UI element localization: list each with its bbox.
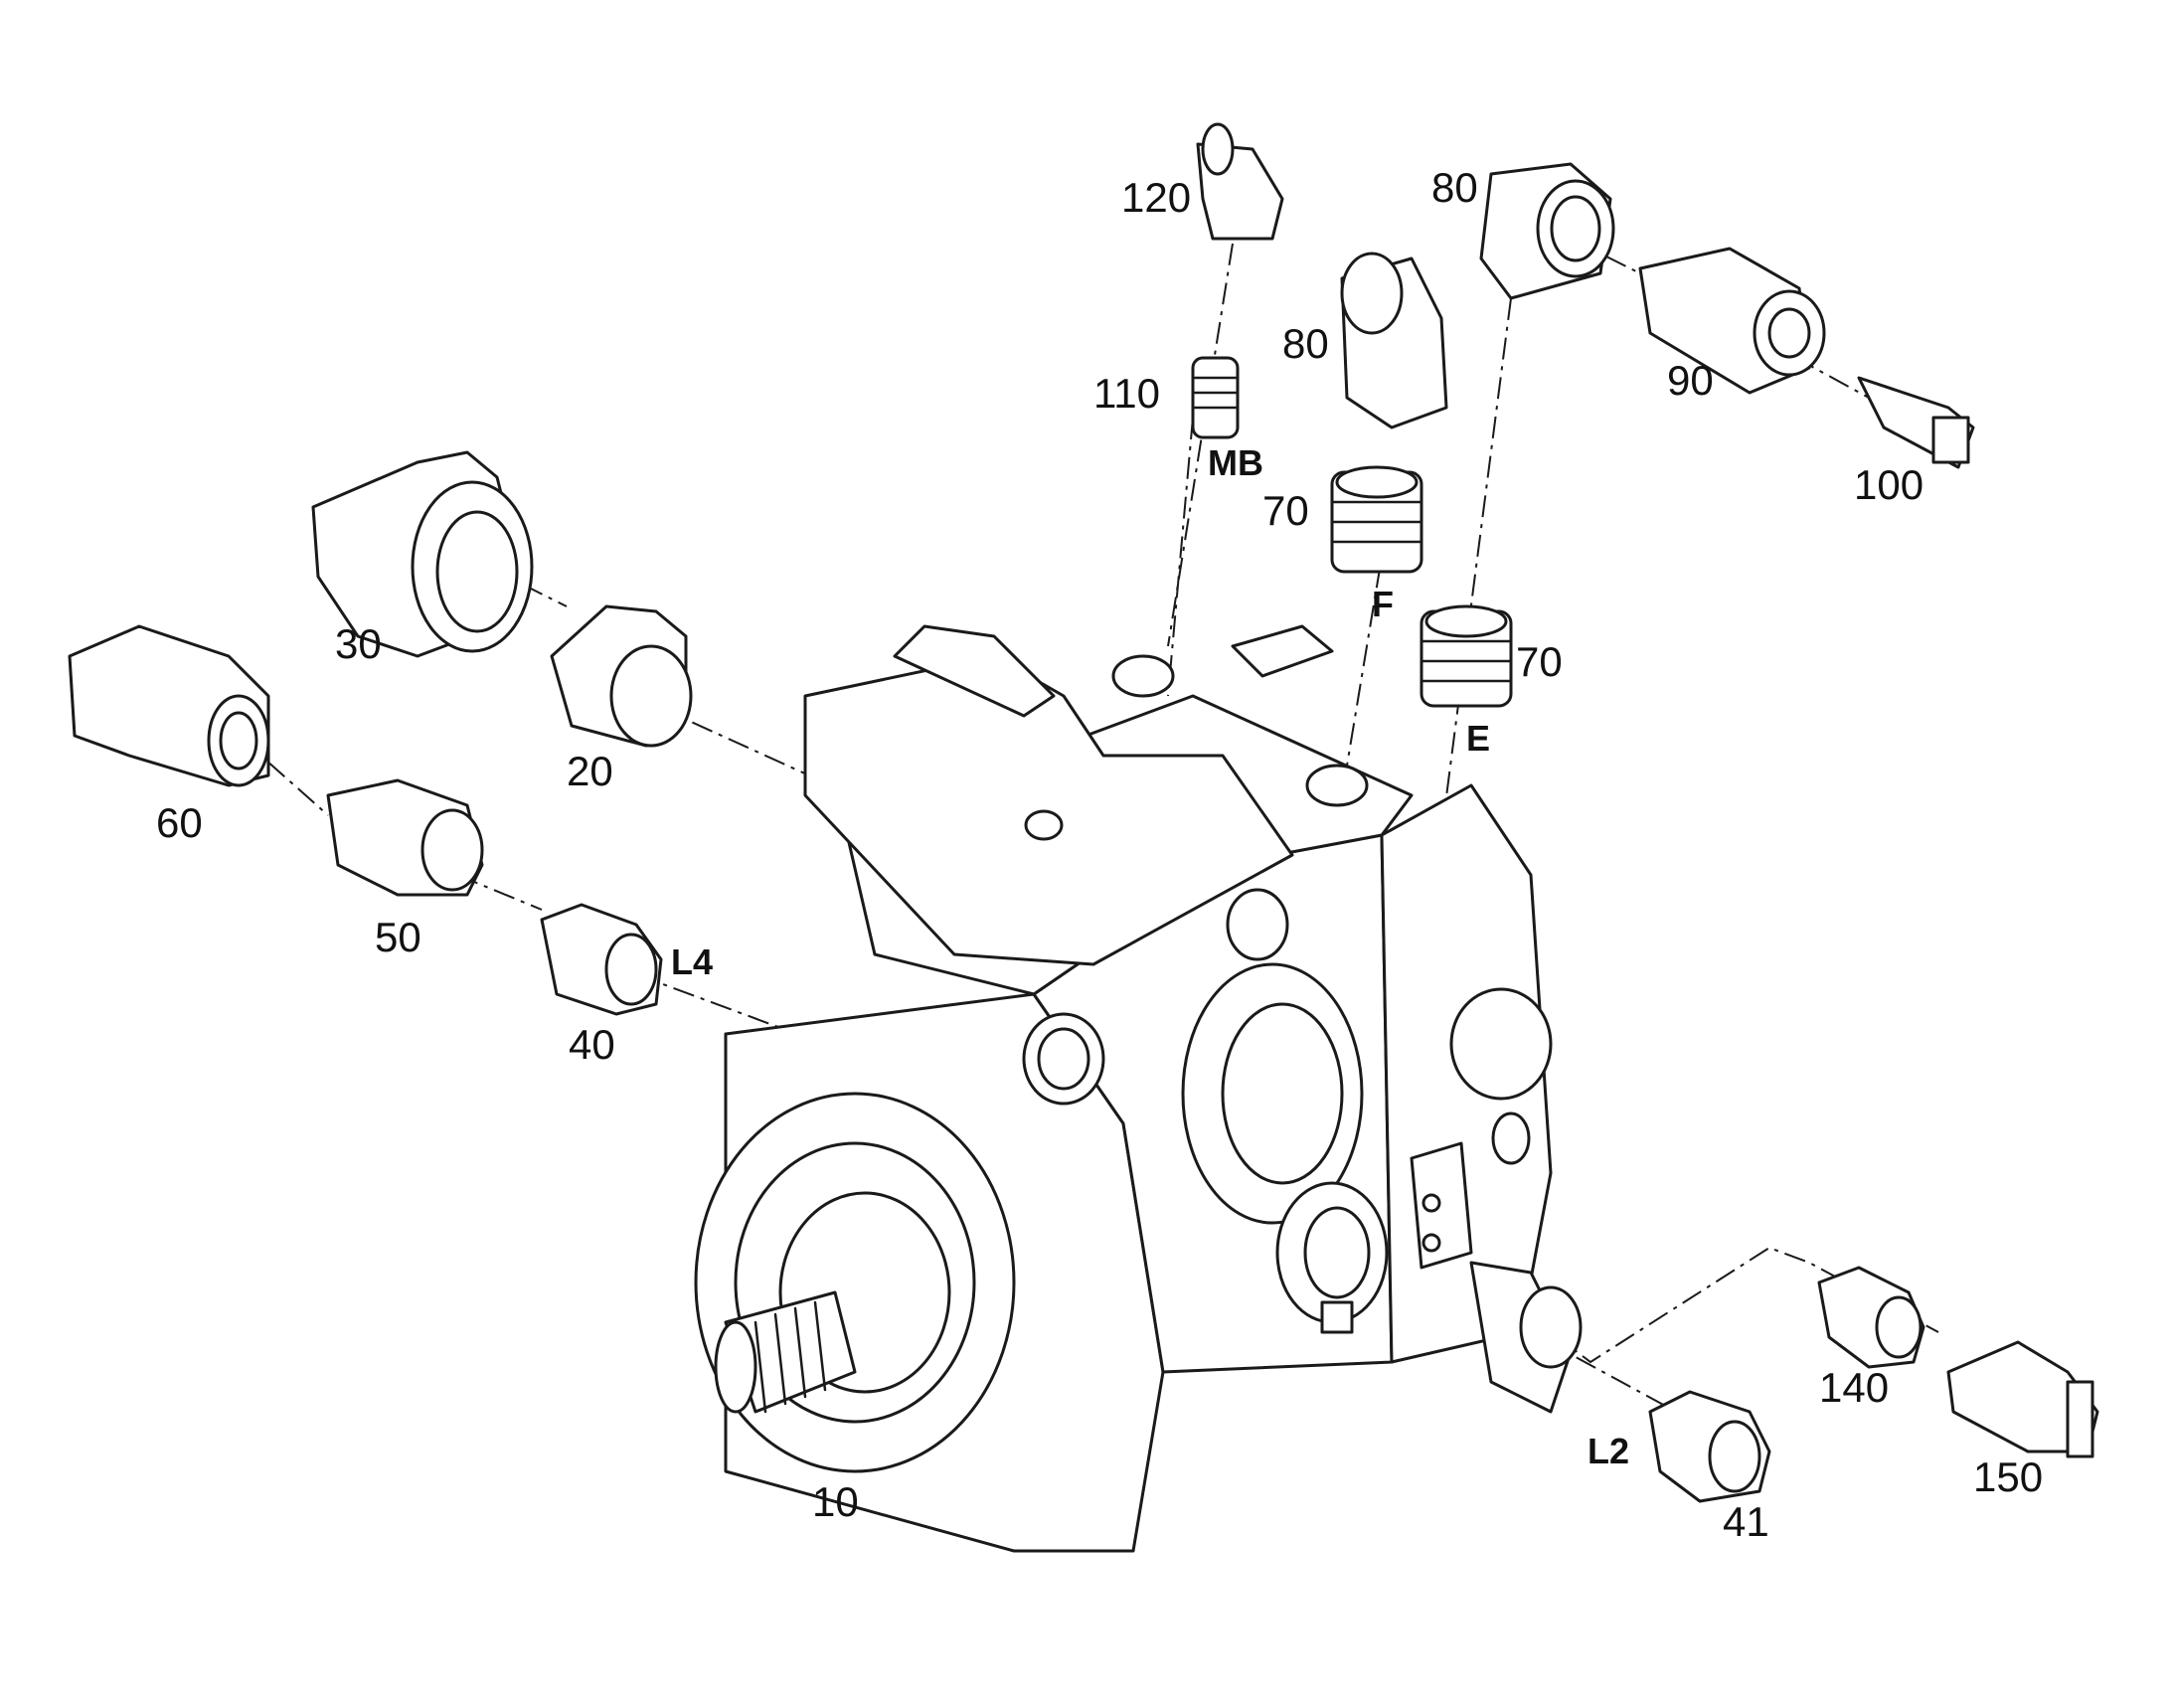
- port-label-l2: L2: [1588, 1431, 1630, 1471]
- callout-50: 50: [375, 914, 421, 960]
- callout-60: 60: [156, 799, 203, 846]
- callout-10: 10: [812, 1478, 859, 1525]
- fitting-150: [1946, 1340, 2099, 1458]
- fitting-40: [540, 903, 663, 1016]
- port-label-e: E: [1466, 718, 1491, 759]
- callout-70-e: 70: [1516, 638, 1563, 685]
- callout-90: 90: [1667, 357, 1714, 404]
- sensor-100: [1857, 376, 1975, 469]
- callout-20: 20: [567, 748, 613, 794]
- callout-41: 41: [1723, 1498, 1769, 1545]
- fitting-90: [1638, 247, 1826, 395]
- fitting-80-top: [1479, 162, 1615, 300]
- fitting-20: [550, 604, 693, 748]
- callout-110: 110: [1093, 370, 1160, 417]
- callout-100: 100: [1854, 461, 1924, 508]
- callout-120: 120: [1121, 174, 1192, 221]
- fitting-50: [326, 778, 484, 897]
- fitting-70-e: [1420, 604, 1513, 708]
- fitting-80-left: [1340, 252, 1448, 429]
- callout-150: 150: [1973, 1453, 2044, 1500]
- callout-80-top: 80: [1431, 164, 1478, 211]
- callout-80-left: 80: [1282, 320, 1329, 367]
- callout-140: 140: [1819, 1364, 1890, 1411]
- port-label-f: F: [1372, 584, 1394, 624]
- fitting-140: [1817, 1266, 1925, 1369]
- port-label-l4: L4: [671, 941, 714, 982]
- callout-70-f: 70: [1262, 487, 1309, 534]
- callout-30: 30: [335, 620, 382, 667]
- fitting-120: [1196, 122, 1284, 241]
- fitting-41: [1648, 1390, 1771, 1503]
- port-label-mb: MB: [1208, 442, 1263, 483]
- fitting-70-f: [1330, 465, 1423, 574]
- fitting-30: [311, 450, 534, 658]
- fitting-110: [1191, 356, 1240, 439]
- fitting-60: [68, 624, 270, 787]
- callout-40: 40: [569, 1021, 615, 1068]
- pump-housing: [694, 624, 1583, 1553]
